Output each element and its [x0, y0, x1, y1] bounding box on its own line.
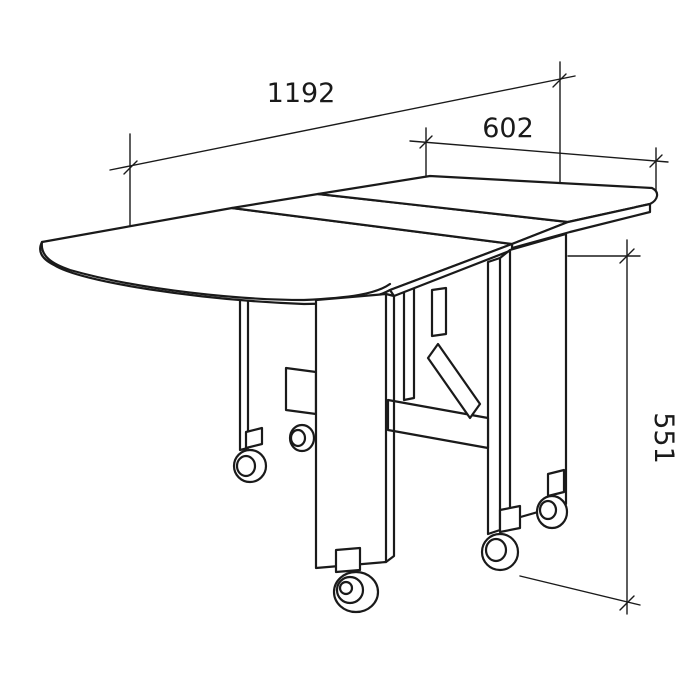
height-extension-bottom [519, 575, 641, 606]
front-right-caster-hub [484, 537, 508, 563]
front-right-caster-mount-2 [546, 468, 566, 498]
height-tick-bottom [619, 595, 635, 611]
back-left-caster-hub [235, 454, 257, 478]
lower-stretcher [386, 398, 490, 450]
front-right-caster-wheel-2 [535, 494, 569, 530]
depth-dimension-line [409, 140, 669, 163]
center-support-post-2 [430, 286, 448, 338]
leg-side-block [284, 366, 318, 416]
back-right-leg [486, 256, 502, 536]
height-tick-top [619, 248, 635, 264]
back-left-leg [238, 294, 250, 452]
front-frame [314, 232, 569, 614]
swing-bracket [426, 342, 482, 420]
back-left-caster-wheel-2 [288, 423, 316, 453]
depth-label: 602 [482, 113, 534, 144]
back-left-caster-wheel [232, 448, 268, 484]
depth-tick-right [649, 154, 663, 168]
front-right-leg-join [498, 248, 512, 260]
depth-dimension: 602 [409, 113, 669, 199]
length-dimension-line [109, 75, 576, 171]
length-tick-left [123, 160, 138, 175]
back-left-caster-hub-2 [289, 428, 307, 448]
front-right-caster-mount [498, 504, 522, 534]
back-left-caster-mount [244, 426, 264, 450]
front-center-caster-mount [334, 546, 362, 574]
front-center-caster-hub [335, 575, 365, 605]
front-center-leg-side [384, 292, 396, 564]
front-right-caster-wheel [480, 532, 520, 572]
center-support-post [402, 286, 416, 402]
front-center-leg [314, 292, 388, 570]
front-center-caster-axle [338, 580, 354, 596]
depth-tick-left [419, 135, 433, 149]
length-dimension: 1192 [109, 61, 576, 263]
height-label: 551 [648, 412, 679, 464]
front-right-caster-hub-2 [538, 499, 558, 521]
length-label: 1192 [267, 78, 336, 109]
height-dimension: 551 [519, 239, 679, 615]
table-top [39, 174, 659, 306]
length-tick-right [552, 73, 567, 88]
